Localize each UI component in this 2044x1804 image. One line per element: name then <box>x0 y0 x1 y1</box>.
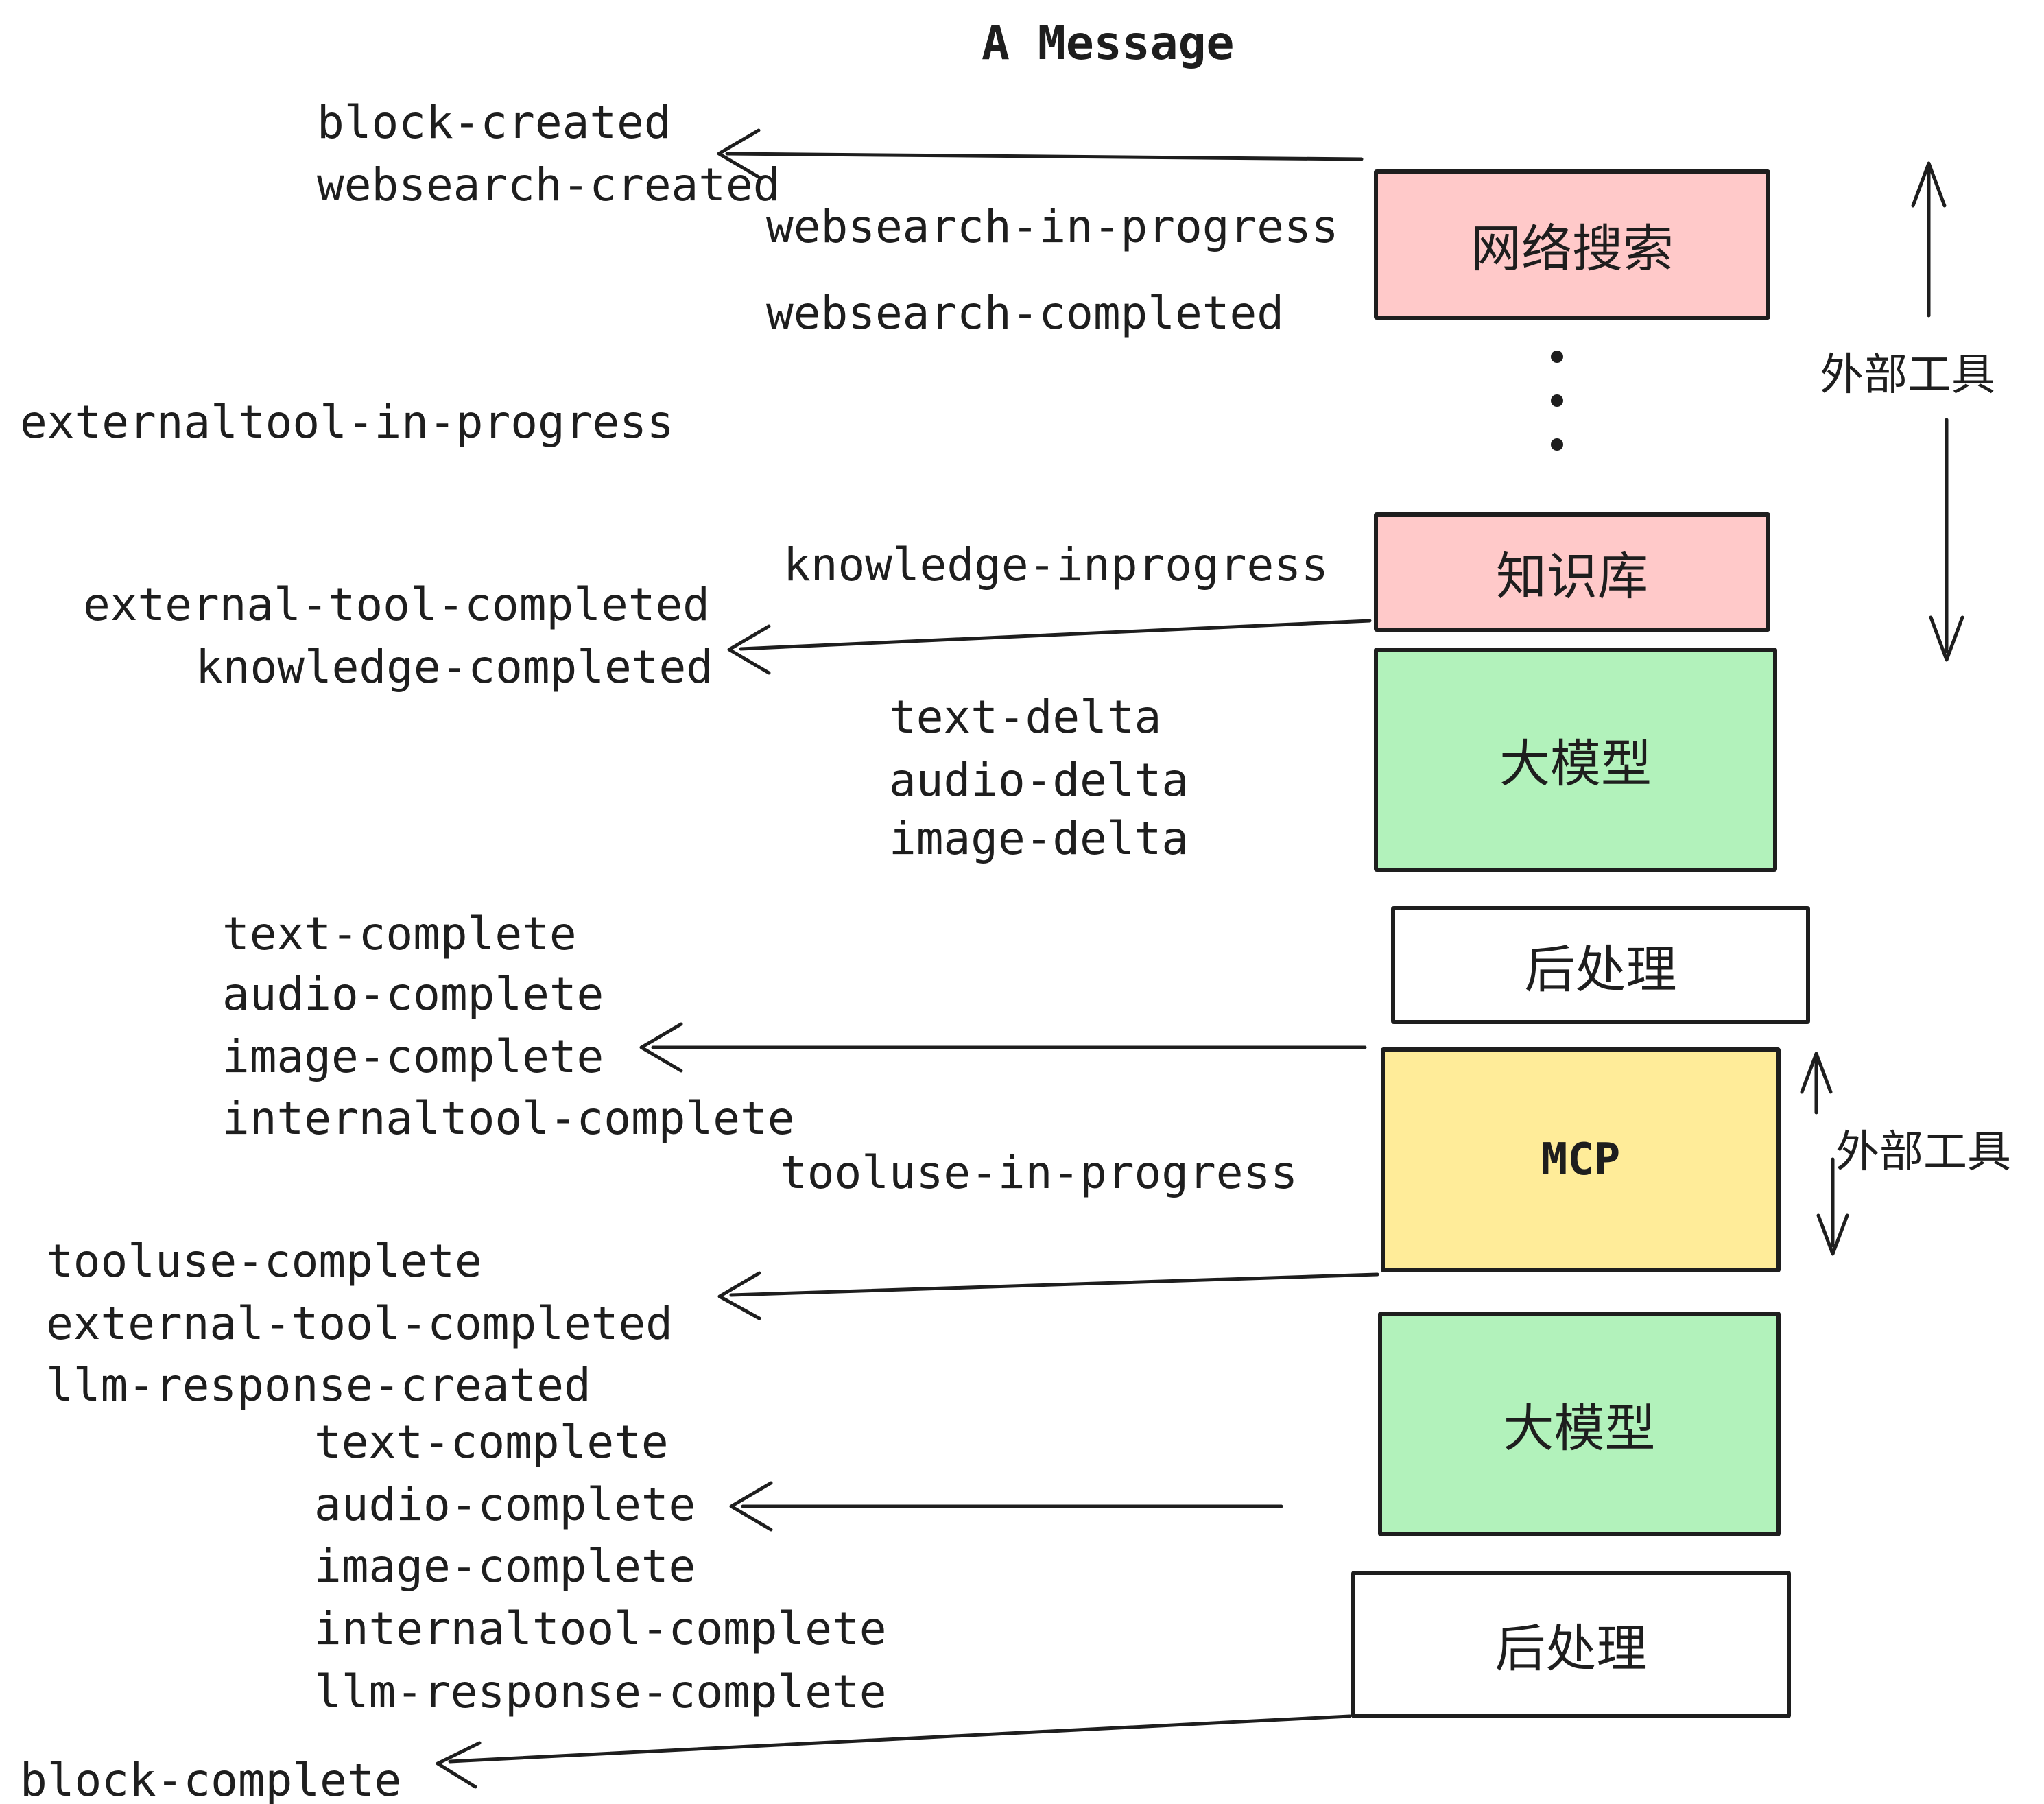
event-text-complete-2: text-complete <box>314 1416 669 1469</box>
event-tooluse-complete: tooluse-complete <box>46 1235 482 1287</box>
box-websearch: 网络搜索 <box>1374 169 1770 320</box>
arrow-to-knowledge-completed <box>727 619 1372 675</box>
box-postprocess-2: 后处理 <box>1351 1571 1791 1718</box>
box-postprocess-1: 后处理 <box>1391 906 1810 1024</box>
event-audio-delta: audio-delta <box>889 754 1189 807</box>
event-llm-response-created: llm-response-created <box>46 1359 591 1412</box>
side-label-external-tools-2: 外部工具 <box>1835 1127 2011 1176</box>
arrow-to-audio-complete <box>729 1481 1283 1532</box>
arrow-to-tooluse-complete <box>717 1271 1379 1320</box>
ellipsis-dot <box>1551 351 1563 363</box>
arrow-to-block-complete <box>436 1714 1352 1789</box>
arrow-to-websearch-created <box>717 128 1364 179</box>
event-knowledge-inprogress: knowledge-inprogress <box>783 538 1329 591</box>
event-text-delta: text-delta <box>889 691 1162 744</box>
side-label-external-tools-1: 外部工具 <box>1820 350 1995 399</box>
arrow-external-tools-2-up <box>1800 1052 1833 1115</box>
box-knowledge: 知识库 <box>1374 512 1770 632</box>
event-llm-response-complete: llm-response-complete <box>314 1665 887 1718</box>
event-audio-complete: audio-complete <box>222 968 604 1021</box>
box-mcp: MCP <box>1381 1047 1781 1272</box>
event-image-delta: image-delta <box>889 812 1189 865</box>
event-websearch-created: websearch-created <box>317 158 781 211</box>
event-block-complete: block-complete <box>20 1754 402 1804</box>
event-websearch-in-progress: websearch-in-progress <box>766 200 1339 253</box>
event-external-tool-completed-2: external-tool-completed <box>46 1297 673 1350</box>
event-audio-complete-2: audio-complete <box>314 1478 696 1531</box>
event-externaltool-in-progress: externaltool-in-progress <box>20 396 674 449</box>
arrow-external-tools-1-down <box>1929 418 1964 662</box>
event-knowledge-completed: knowledge-completed <box>195 641 713 693</box>
ellipsis-dot <box>1551 394 1563 407</box>
event-internaltool-complete-2: internaltool-complete <box>314 1602 887 1655</box>
ellipsis-dot <box>1551 438 1563 451</box>
event-websearch-completed: websearch-completed <box>766 287 1284 340</box>
event-block-created: block-created <box>317 96 672 149</box>
box-llm-1: 大模型 <box>1374 648 1777 872</box>
event-internaltool-complete: internaltool-complete <box>222 1092 795 1145</box>
box-llm-2: 大模型 <box>1378 1312 1781 1536</box>
event-tooluse-in-progress: tooluse-in-progress <box>780 1146 1298 1199</box>
event-text-complete: text-complete <box>222 907 577 960</box>
arrow-external-tools-1-up <box>1911 161 1947 318</box>
arrow-to-image-complete <box>639 1022 1367 1073</box>
diagram-title: A Message <box>982 16 1235 71</box>
event-image-complete: image-complete <box>222 1030 604 1083</box>
event-external-tool-completed: external-tool-completed <box>83 578 710 631</box>
event-image-complete-2: image-complete <box>314 1540 696 1593</box>
